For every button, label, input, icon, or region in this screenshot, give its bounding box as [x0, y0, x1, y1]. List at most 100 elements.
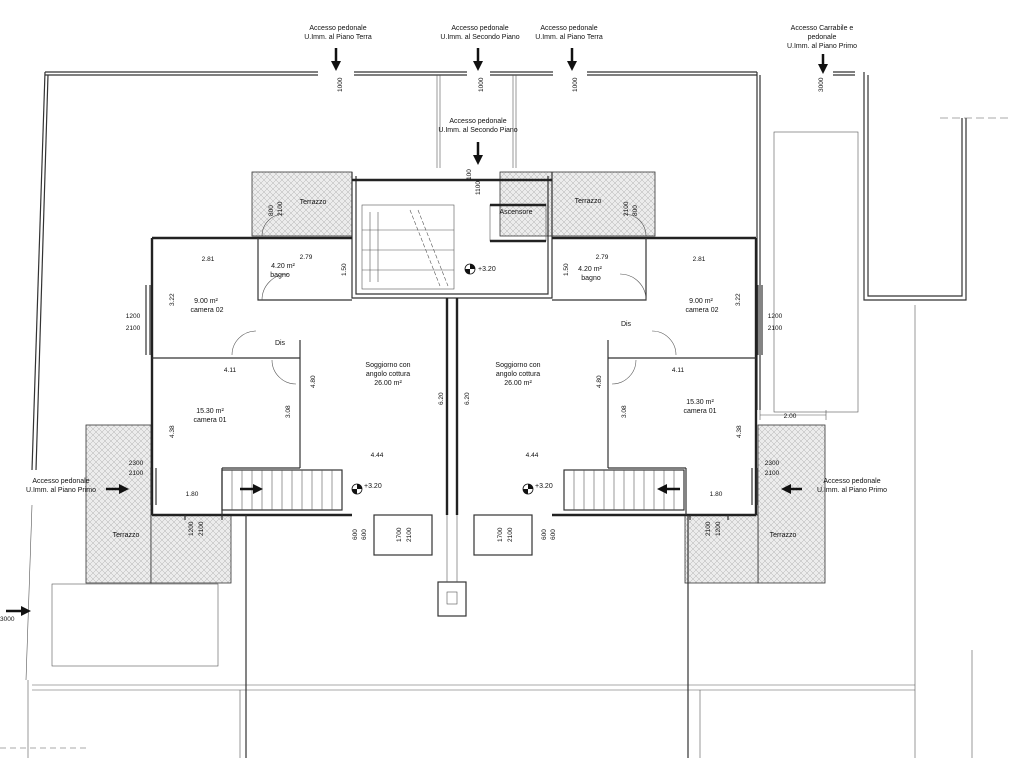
bathroom-label-right: bagno: [581, 275, 601, 282]
living-label-left-line2: angolo cottura: [366, 371, 410, 378]
dim-2100-right-low: 2100: [705, 521, 712, 536]
access-labels: Accesso pedonale U.Imm. al Piano Terra A…: [26, 25, 887, 494]
bedroom2-label-left: camera 02: [190, 307, 223, 314]
dim-1-50-left: 1.50: [341, 263, 348, 276]
dim-2100-right-window: 2100: [768, 325, 783, 332]
bathroom-area-right: 4.20 m²: [578, 266, 602, 273]
access-label-vehicle-line2: pedonale: [808, 34, 837, 41]
site-boundary: [0, 71, 1012, 758]
access-label-ground-1-line2: U.Imm. al Piano Terra: [304, 34, 372, 41]
dim-3-08-right: 3.08: [621, 405, 628, 418]
dim-1100-top: 1100: [475, 181, 482, 195]
dim-2100-left-top: 2100: [277, 201, 284, 216]
dim-3-22-left: 3.22: [169, 293, 176, 306]
dim-1000-c: 1000: [572, 77, 579, 92]
dim-800-left: 800: [268, 205, 275, 216]
access-label-second-1-line1: Accesso pedonale: [451, 25, 508, 32]
dim-4-44-right: 4.44: [526, 452, 539, 459]
access-label-ground-2-line1: Accesso pedonale: [540, 25, 597, 32]
dis-label-right: Dis: [621, 321, 632, 328]
living-label-left-line1: Soggiorno con: [365, 362, 410, 369]
access-label-ground-1-line1: Accesso pedonale: [309, 25, 366, 32]
dim-6-20-left: 6.20: [438, 392, 445, 405]
living-label-right-line2: angolo cottura: [496, 371, 540, 378]
bedroom1-label-left: camera 01: [193, 417, 226, 424]
access-label-first-left-line1: Accesso pedonale: [32, 478, 89, 485]
access-label-first-left-line2: U.Imm. al Piano Primo: [26, 487, 96, 494]
bedroom1-label-right: camera 01: [683, 408, 716, 415]
dim-1200-right: 1200: [768, 313, 783, 320]
dim-1700-right: 1700: [497, 527, 504, 542]
dim-2100-left-door: 2100: [129, 470, 144, 477]
access-label-vehicle-line3: U.Imm. al Piano Primo: [787, 43, 857, 50]
access-label-first-right-line1: Accesso pedonale: [823, 478, 880, 485]
dim-4-11-left: 4.11: [224, 367, 237, 374]
dim-2100-left-low: 2100: [198, 521, 205, 536]
dim-2100-right-top: 2100: [623, 201, 630, 216]
bedroom1-area-right: 15.30 m²: [686, 399, 714, 406]
access-label-ground-2-line2: U.Imm. al Piano Terra: [535, 34, 603, 41]
lift-label: Ascensore: [499, 209, 532, 216]
dim-4-11-right: 4.11: [672, 367, 685, 374]
bedroom2-area-right: 9.00 m²: [689, 298, 713, 305]
dis-label-left: Dis: [275, 340, 286, 347]
dim-2-79-left: 2.79: [300, 254, 313, 261]
dim-600-a: 600: [352, 529, 359, 540]
dim-1200-left-low: 1200: [188, 521, 195, 536]
dim-3000-left: 3000: [0, 616, 15, 623]
dim-600-c: 600: [541, 529, 548, 540]
dim-4-38-left: 4.38: [169, 425, 176, 438]
bathroom-label-left: bagno: [270, 272, 290, 279]
dim-1-80-left: 1.80: [186, 491, 199, 498]
access-label-vehicle-line1: Accesso Carrabile e: [791, 25, 854, 32]
dim-2100-left-bottom: 2100: [406, 527, 413, 542]
living-area-right: 26.00 m²: [504, 380, 532, 387]
building-walls: [145, 172, 763, 758]
dim-1200-left: 1200: [126, 313, 141, 320]
access-label-second-1-line2: U.Imm. al Secondo Piano: [440, 34, 519, 41]
terrace-label-bottom-right: Terrazzo: [770, 532, 797, 539]
dim-2300-left: 2300: [129, 460, 144, 467]
dim-600-b: 600: [361, 529, 368, 540]
terrace-label-top-right: Terrazzo: [575, 198, 602, 205]
dim-1000-a: 1000: [337, 77, 344, 92]
dim-1-50-right: 1.50: [563, 263, 570, 276]
dim-4-38-right: 4.38: [736, 425, 743, 438]
dim-2-81-left: 2.81: [202, 256, 215, 263]
dimension-labels: 1000 1000 1000 3000 100 1100 800 2100 21…: [0, 77, 825, 623]
dim-3-22-right: 3.22: [735, 293, 742, 306]
dim-1000-b: 1000: [478, 77, 485, 92]
dim-1700-left: 1700: [396, 527, 403, 542]
dim-2100-left-window: 2100: [126, 325, 141, 332]
bathroom-area-left: 4.20 m²: [271, 263, 295, 270]
dim-2300-right: 2300: [765, 460, 780, 467]
dim-800-right: 800: [632, 205, 639, 216]
dim-1200-right-low: 1200: [715, 521, 722, 536]
dim-4-44-left: 4.44: [371, 452, 384, 459]
bedroom2-label-right: camera 02: [685, 307, 718, 314]
terrace-label-bottom-left: Terrazzo: [113, 532, 140, 539]
bedroom1-area-left: 15.30 m²: [196, 408, 224, 415]
dim-3-08-left: 3.08: [285, 405, 292, 418]
access-label-second-2-line2: U.Imm. al Secondo Piano: [438, 127, 517, 134]
dim-2-81-right: 2.81: [693, 256, 706, 263]
access-arrows: [6, 48, 828, 616]
dim-600-d: 600: [550, 529, 557, 540]
level-label-center: +3.20: [478, 266, 496, 273]
terraces: [85, 171, 826, 584]
dim-2100-right-bottom: 2100: [507, 527, 514, 542]
bedroom2-area-left: 9.00 m²: [194, 298, 218, 305]
room-labels: Terrazzo Terrazzo Ascensore Terrazzo Ter…: [113, 198, 797, 539]
dim-6-20-right: 6.20: [464, 392, 471, 405]
level-label-left: +3.20: [364, 483, 382, 490]
dim-2100-right-door: 2100: [765, 470, 780, 477]
dim-2-00: 2.00: [784, 413, 797, 420]
living-area-left: 26.00 m²: [374, 380, 402, 387]
dim-4-80-left: 4.80: [310, 375, 317, 388]
access-label-second-2-line1: Accesso pedonale: [449, 118, 506, 125]
dim-100-top: 100: [466, 169, 473, 180]
dim-2-79-right: 2.79: [596, 254, 609, 261]
terrace-label-top-left: Terrazzo: [300, 199, 327, 206]
dim-1-80-right: 1.80: [710, 491, 723, 498]
